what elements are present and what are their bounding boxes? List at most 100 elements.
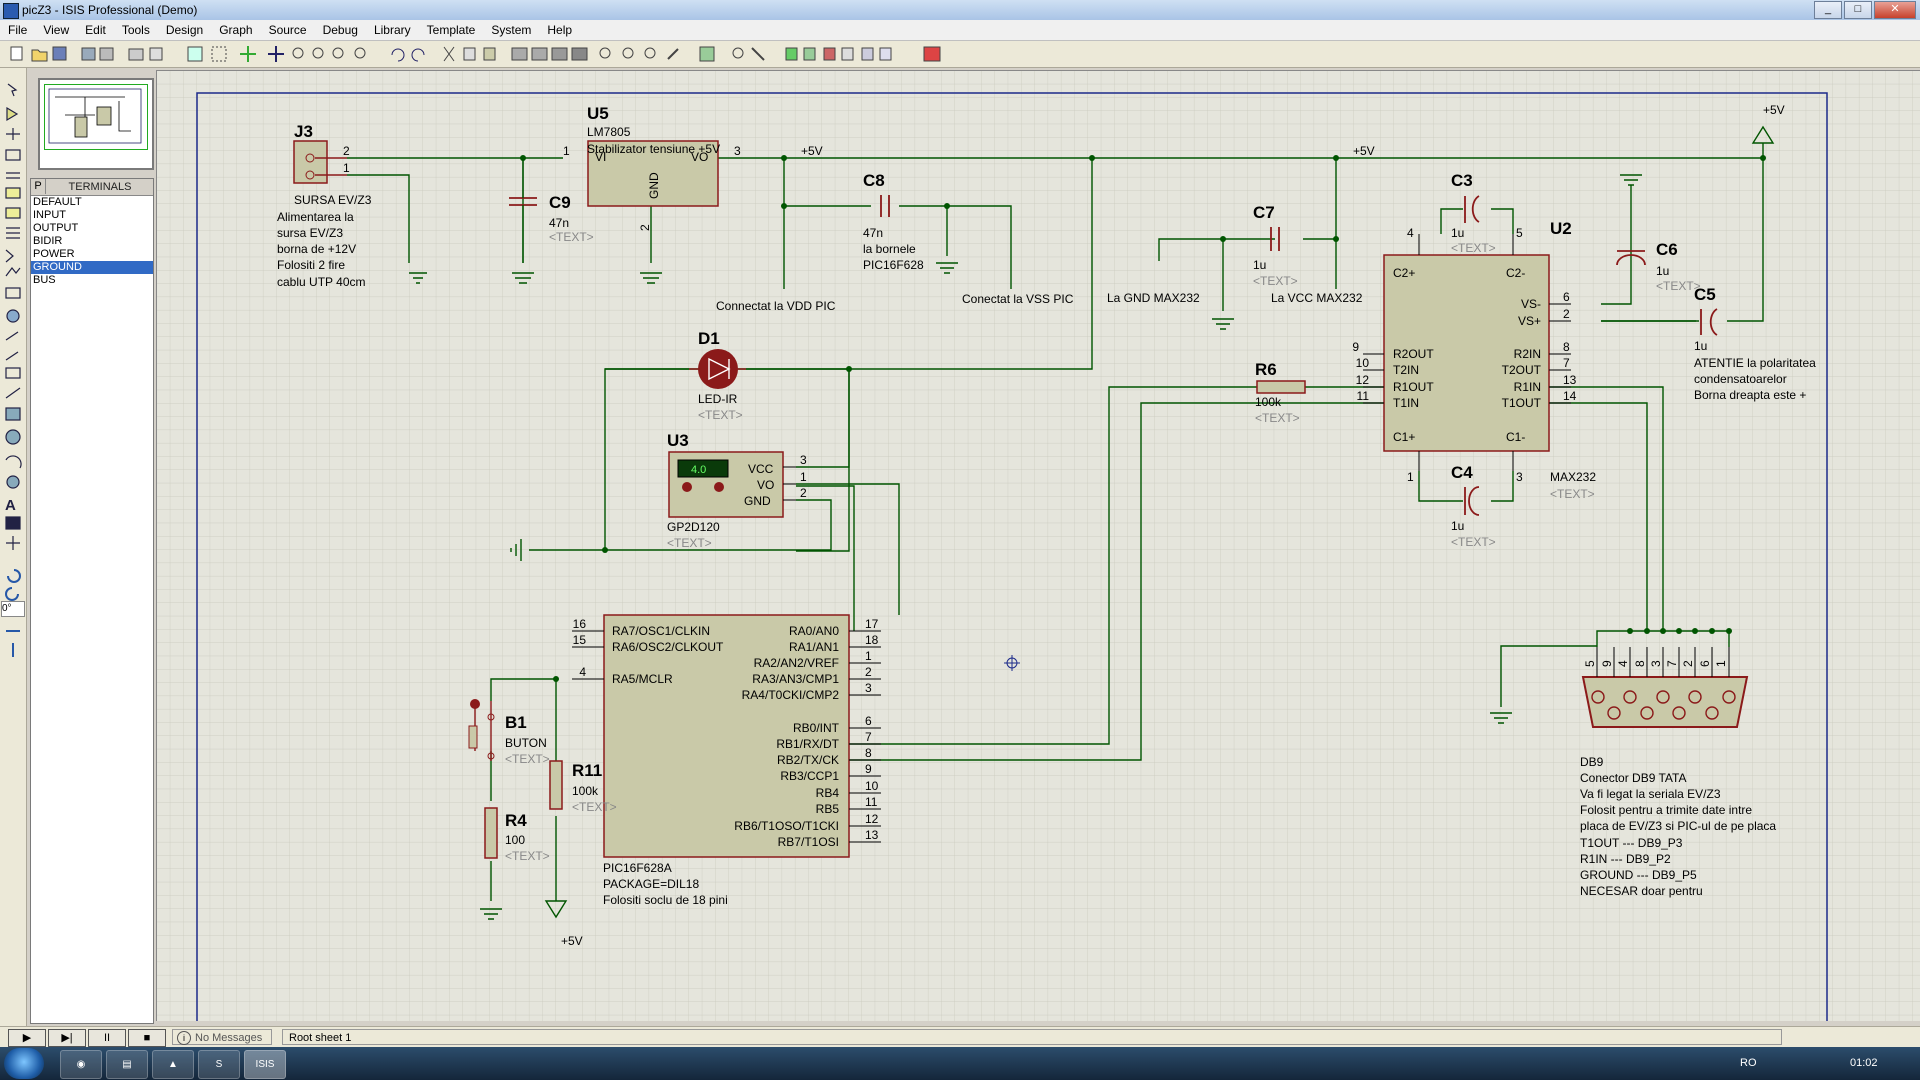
c4-capacitor[interactable] — [1464, 486, 1480, 516]
redo-icon[interactable] — [411, 48, 425, 62]
save-icon[interactable] — [52, 46, 67, 61]
b1-button[interactable] — [468, 699, 495, 761]
u2-max232[interactable] — [1383, 254, 1550, 452]
packaging-icon[interactable] — [644, 47, 656, 59]
component-mode-icon[interactable] — [6, 106, 19, 122]
print-area-icon[interactable] — [149, 47, 163, 61]
menu-system[interactable]: System — [491, 23, 532, 37]
messages-field[interactable]: i No Messages — [172, 1029, 272, 1045]
menu-debug[interactable]: Debug — [322, 23, 358, 37]
origin-icon[interactable] — [240, 46, 256, 62]
block-rotate-icon[interactable] — [551, 47, 568, 61]
taskbar-folder-icon[interactable]: ▤ — [106, 1050, 148, 1079]
cut-icon[interactable] — [443, 46, 455, 62]
zoom-area-icon[interactable] — [354, 47, 366, 59]
export-icon[interactable] — [99, 47, 114, 61]
language-indicator[interactable]: RO — [1740, 1057, 1757, 1069]
terminal-ground[interactable]: GROUND — [31, 261, 153, 274]
zoom-out-icon[interactable] — [312, 47, 324, 59]
circle-icon[interactable] — [5, 429, 21, 445]
subcircuit-mode-icon[interactable] — [5, 207, 21, 219]
pick-device-icon[interactable] — [599, 47, 611, 59]
menu-file[interactable]: File — [8, 23, 28, 37]
text-script-mode-icon[interactable] — [6, 172, 20, 179]
wire-autoroute-icon[interactable] — [699, 46, 715, 62]
schematic-canvas[interactable]: J3 2 1 SURSA EV/Z3 Alimentarea la sursa … — [156, 70, 1920, 1021]
probe-current-icon[interactable] — [5, 351, 19, 361]
pick-tab[interactable]: P — [31, 179, 46, 194]
d1-led[interactable] — [689, 349, 746, 389]
block-copy-icon[interactable] — [511, 47, 528, 61]
c3-capacitor[interactable] — [1464, 195, 1480, 223]
tape-mode-icon[interactable] — [5, 287, 21, 299]
ares-icon[interactable] — [923, 46, 941, 62]
db9-connector[interactable] — [1581, 647, 1749, 728]
line-icon[interactable] — [5, 387, 21, 399]
c6-capacitor[interactable] — [1616, 250, 1646, 266]
new-file-icon[interactable] — [10, 46, 23, 61]
rotate-anticlockwise-icon[interactable] — [5, 587, 19, 601]
minimize-button[interactable]: _ — [1814, 1, 1842, 19]
c9-capacitor[interactable] — [509, 158, 537, 263]
terminals-mode-icon[interactable] — [6, 227, 20, 239]
add-sheet-icon[interactable] — [803, 47, 816, 61]
marker-icon[interactable] — [6, 536, 20, 550]
grid-icon[interactable] — [211, 46, 227, 62]
make-device-icon[interactable] — [622, 47, 634, 59]
r11-resistor[interactable] — [549, 760, 563, 810]
menu-template[interactable]: Template — [426, 23, 476, 37]
rotation-field[interactable]: 0° — [1, 601, 25, 617]
virtual-instrument-icon[interactable] — [5, 367, 21, 379]
u5-regulator[interactable] — [587, 140, 719, 207]
close-button[interactable]: ✕ — [1874, 1, 1916, 19]
decompose-icon[interactable] — [667, 48, 679, 60]
graph-mode-icon[interactable] — [5, 267, 21, 277]
wire-label-mode-icon[interactable] — [5, 149, 21, 161]
new-sheet-icon[interactable] — [785, 47, 798, 61]
terminal-bus[interactable]: BUS — [33, 274, 56, 286]
menu-view[interactable]: View — [43, 23, 70, 37]
rotate-clockwise-icon[interactable] — [7, 569, 21, 583]
property-tool-icon[interactable] — [751, 47, 765, 61]
search-icon[interactable] — [732, 47, 744, 59]
c8-capacitor[interactable] — [880, 195, 890, 217]
remove-sheet-icon[interactable] — [823, 47, 836, 61]
refresh-icon[interactable] — [187, 46, 203, 62]
box-icon[interactable] — [5, 407, 21, 421]
bom-icon[interactable] — [841, 47, 854, 61]
path-icon[interactable] — [6, 475, 20, 489]
pause-button[interactable]: II — [88, 1029, 126, 1047]
step-button[interactable]: ▶| — [48, 1029, 86, 1047]
text-icon[interactable]: A — [5, 497, 16, 514]
bus-mode-icon[interactable] — [5, 187, 21, 199]
block-delete-icon[interactable] — [571, 47, 588, 61]
terminal-bidir[interactable]: BIDIR — [33, 235, 63, 247]
probe-voltage-icon[interactable] — [5, 331, 19, 341]
taskbar-isis-icon[interactable]: ISIS — [244, 1050, 286, 1079]
j3-connector[interactable] — [293, 140, 347, 184]
zoom-all-icon[interactable] — [332, 47, 344, 59]
menu-tools[interactable]: Tools — [121, 23, 150, 37]
zoom-in-icon[interactable] — [292, 47, 304, 59]
menu-design[interactable]: Design — [165, 23, 204, 37]
netlist-icon[interactable] — [861, 47, 874, 61]
pan-icon[interactable] — [268, 46, 284, 62]
copy-icon[interactable] — [463, 47, 476, 61]
clock[interactable]: 01:02 — [1850, 1057, 1878, 1069]
selection-mode-icon[interactable] — [7, 83, 18, 97]
terminal-power[interactable]: POWER — [33, 248, 75, 260]
maximize-button[interactable]: □ — [1844, 1, 1872, 19]
overview-window[interactable] — [38, 78, 154, 170]
pin-mode-icon[interactable] — [5, 249, 14, 263]
c5-capacitor[interactable] — [1700, 308, 1718, 336]
import-icon[interactable] — [81, 47, 96, 61]
c7-capacitor[interactable] — [1270, 227, 1280, 251]
taskbar-skype-icon[interactable]: S — [198, 1050, 240, 1079]
menu-library[interactable]: Library — [373, 23, 411, 37]
play-button[interactable]: ▶ — [8, 1029, 46, 1047]
r6-resistor[interactable] — [1256, 380, 1306, 394]
pic16f628a-chip[interactable] — [603, 614, 850, 858]
stop-button[interactable]: ■ — [128, 1029, 166, 1047]
r4-resistor[interactable] — [484, 807, 498, 859]
arc-icon[interactable] — [5, 455, 22, 469]
